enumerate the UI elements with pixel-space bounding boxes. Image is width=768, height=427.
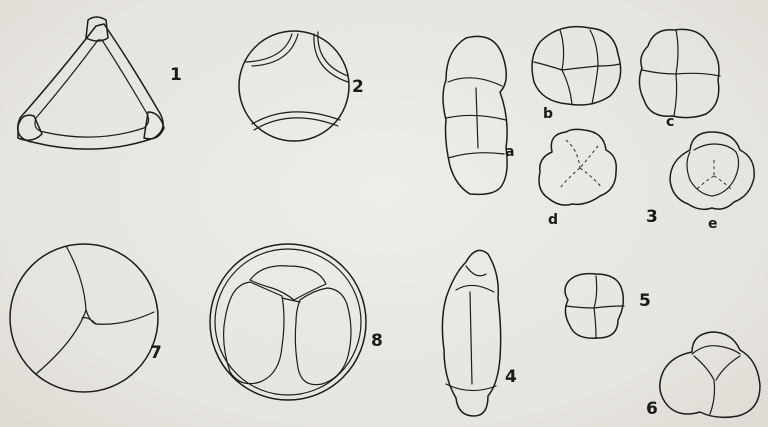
figure-8-enclosed-tetrad [210,244,366,400]
figure-5-label: 5 [639,291,651,311]
figure-3d-label: d [548,212,558,228]
figure-2-label: 2 [352,77,364,97]
figure-5-small-tetrad [565,274,624,339]
figure-3c-square-tetrad [639,29,720,117]
figure-4-elongated-tetrad [442,250,500,416]
figure-1-label: 1 [170,65,182,85]
figure-8-label: 8 [371,331,383,351]
figure-7-label: 7 [150,343,162,363]
figure-4-label: 4 [505,367,517,387]
figure-2-tricolpate-grain [239,31,349,141]
figure-3c-label: c [666,114,674,130]
figure-3b-label: b [543,106,553,122]
figure-3a-linear-tetrad [443,36,507,194]
figure-3d-tetrad-dotted [539,129,616,205]
figure-3e-trilobed-tetrad [670,132,754,209]
figure-7-triradiate-grain [10,244,158,392]
figure-6-three-cell-tetrad [660,332,760,417]
figure-3b-tetrad [532,27,621,105]
figure-3e-label: e [708,216,718,232]
figure-3a-label: a [505,144,514,160]
figure-6-label: 6 [646,399,658,419]
figure-1-triangular-grain [18,17,164,149]
figure-3-label: 3 [646,207,658,227]
